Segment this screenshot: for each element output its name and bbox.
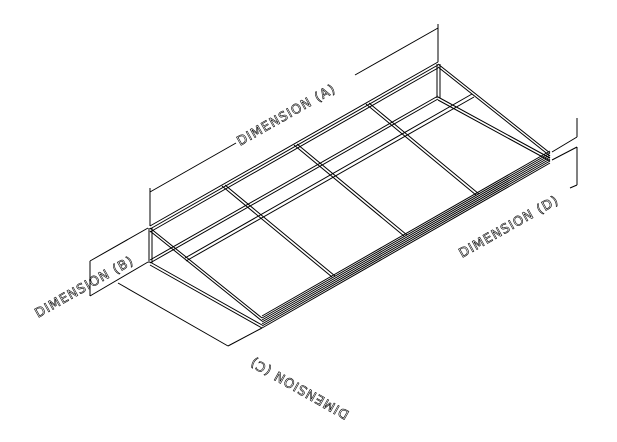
dimension-c-label: DIMENSION (C) (248, 354, 352, 422)
front-rail (261, 150, 551, 329)
side-rails (149, 63, 551, 329)
back-posts (148, 64, 441, 263)
rafters (221, 102, 480, 278)
purlin (184, 93, 475, 262)
dimension-c: DIMENSION (C) (117, 282, 352, 422)
dimension-b-label: DIMENSION (B) (33, 254, 137, 322)
dimension-b: DIMENSION (B) (32, 227, 149, 322)
back-bottom-rail (149, 95, 439, 264)
dimension-a-label: DIMENSION (A) (235, 82, 339, 150)
back-top-rail (149, 61, 439, 233)
